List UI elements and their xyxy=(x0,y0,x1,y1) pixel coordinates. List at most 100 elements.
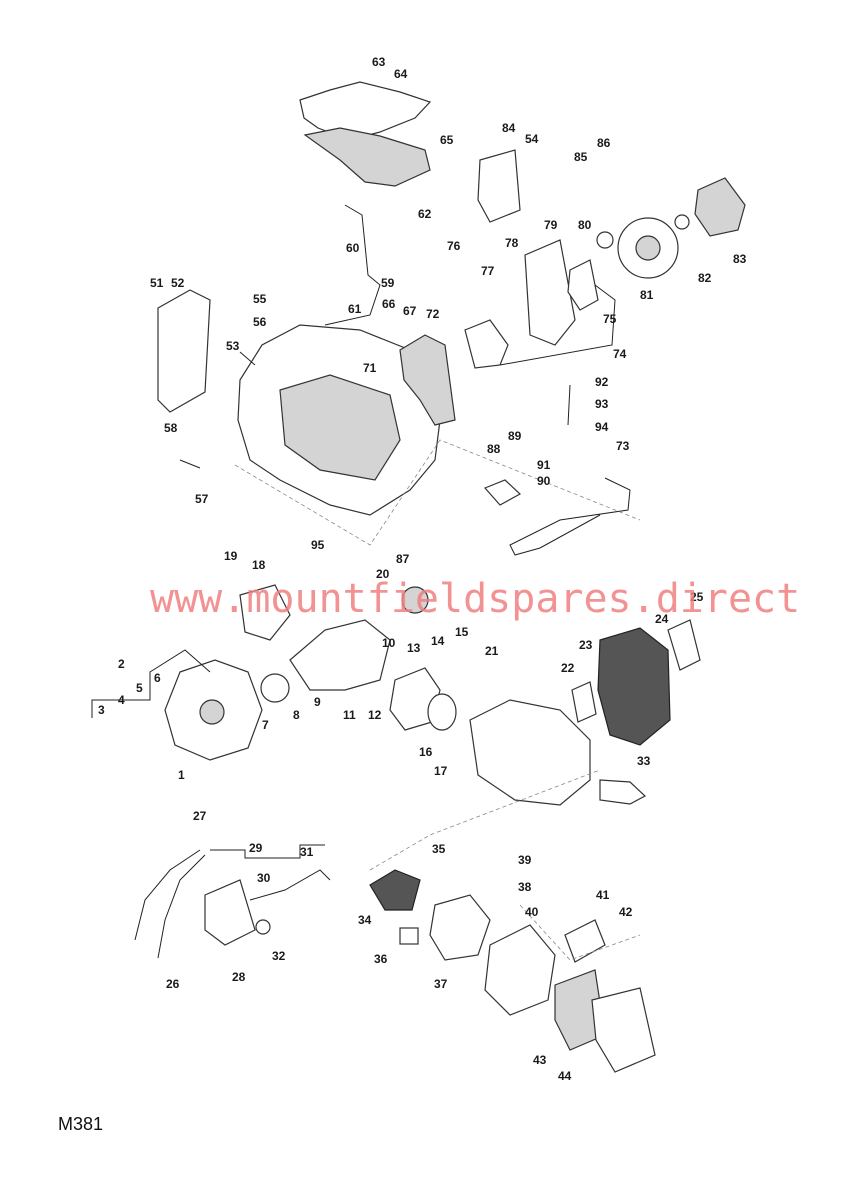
ignition-wire-26 xyxy=(134,849,201,941)
callout-52: 52 xyxy=(171,276,185,290)
washer-82 xyxy=(674,214,690,230)
callout-73: 73 xyxy=(616,439,630,453)
callout-65: 65 xyxy=(440,133,454,147)
callout-30: 30 xyxy=(257,871,271,885)
intake-manifold xyxy=(369,869,421,911)
handle-plate xyxy=(157,289,211,413)
clutch-assembly xyxy=(694,177,746,237)
callout-33: 33 xyxy=(637,754,651,768)
callout-94: 94 xyxy=(595,420,609,434)
gasket-24 xyxy=(667,619,701,671)
side-plate xyxy=(524,239,576,346)
ignition-bracket-18 xyxy=(239,584,291,641)
top-cover-group xyxy=(299,81,521,223)
ignition-coil xyxy=(204,879,256,946)
callout-23: 23 xyxy=(579,638,593,652)
spark-plug xyxy=(599,779,647,805)
callout-85: 85 xyxy=(574,150,588,164)
callout-44: 44 xyxy=(558,1069,572,1083)
callout-16: 16 xyxy=(419,745,433,759)
top-cover xyxy=(299,81,432,141)
air-filter-housing xyxy=(484,924,556,1016)
dash-guide-3 xyxy=(519,904,641,961)
callout-26: 26 xyxy=(166,977,180,991)
callout-18: 18 xyxy=(252,558,266,572)
bracket-leader-74 xyxy=(499,284,616,366)
callout-67: 67 xyxy=(403,304,417,318)
callout-81: 81 xyxy=(640,288,654,302)
callout-77: 77 xyxy=(481,264,495,278)
callout-54: 54 xyxy=(525,132,539,146)
callout-84: 84 xyxy=(502,121,516,135)
callout-25: 25 xyxy=(690,590,704,604)
callout-14: 14 xyxy=(431,634,445,648)
piston-ring xyxy=(427,693,457,731)
callout-63: 63 xyxy=(372,55,386,69)
flywheel-hub xyxy=(199,699,225,725)
housing-recess xyxy=(279,374,401,481)
callout-93: 93 xyxy=(595,397,609,411)
leader-57 xyxy=(179,459,201,469)
callout-2: 2 xyxy=(118,657,125,671)
callout-34: 34 xyxy=(358,913,372,927)
oil-pipe-73 xyxy=(509,477,631,556)
bearing-7 xyxy=(260,673,290,703)
bush-32 xyxy=(255,919,271,935)
callout-labels: 1 2 3 4 5 6 7 8 9 10 11 12 13 14 15 16 1… xyxy=(98,55,747,1083)
callout-90: 90 xyxy=(537,474,551,488)
crankshaft xyxy=(289,619,391,691)
bracket-leader-29 xyxy=(210,844,325,859)
callout-75: 75 xyxy=(603,312,617,326)
oil-pump-block xyxy=(464,319,509,369)
callout-9: 9 xyxy=(314,695,321,709)
callout-3: 3 xyxy=(98,703,105,717)
callout-12: 12 xyxy=(368,708,382,722)
callout-86: 86 xyxy=(597,136,611,150)
leader-lines xyxy=(91,204,641,961)
callout-37: 37 xyxy=(434,977,448,991)
clutch-drum-inner xyxy=(635,235,661,261)
filter-cover xyxy=(591,987,656,1073)
callout-61: 61 xyxy=(348,302,362,316)
callout-32: 32 xyxy=(272,949,286,963)
callout-62: 62 xyxy=(418,207,432,221)
callout-42: 42 xyxy=(619,905,633,919)
callout-82: 82 xyxy=(698,271,712,285)
sprocket-75 xyxy=(567,259,599,311)
callout-89: 89 xyxy=(508,429,522,443)
bracket-leader-59 xyxy=(324,204,381,326)
muffler xyxy=(597,627,671,746)
callout-60: 60 xyxy=(346,241,360,255)
callout-27: 27 xyxy=(193,809,207,823)
callout-39: 39 xyxy=(518,853,532,867)
bearing-80 xyxy=(596,231,614,249)
cover-gasket xyxy=(303,127,431,187)
callout-57: 57 xyxy=(195,492,209,506)
callout-56: 56 xyxy=(253,315,267,329)
ignition-wire-27 xyxy=(157,854,206,959)
callout-7: 7 xyxy=(262,718,269,732)
muffler-gasket-22 xyxy=(571,681,597,723)
oil-tube-93 xyxy=(567,384,571,426)
engine-housing-group xyxy=(157,177,746,516)
callout-41: 41 xyxy=(596,888,610,902)
callout-5: 5 xyxy=(136,681,143,695)
callout-64: 64 xyxy=(394,67,408,81)
callout-22: 22 xyxy=(561,661,575,675)
air-filter-cover-bracket xyxy=(477,149,521,223)
oil-line-group xyxy=(464,319,631,556)
carburettor xyxy=(429,894,491,961)
callout-51: 51 xyxy=(150,276,164,290)
spacer-36 xyxy=(399,927,419,945)
callout-91: 91 xyxy=(537,458,551,472)
bracket-41 xyxy=(564,919,606,963)
callout-72: 72 xyxy=(426,307,440,321)
callout-36: 36 xyxy=(374,952,388,966)
callout-4: 4 xyxy=(118,693,125,707)
callout-10: 10 xyxy=(382,636,396,650)
callout-21: 21 xyxy=(485,644,499,658)
callout-58: 58 xyxy=(164,421,178,435)
diagram-code: M381 xyxy=(58,1114,103,1134)
callout-15: 15 xyxy=(455,625,469,639)
